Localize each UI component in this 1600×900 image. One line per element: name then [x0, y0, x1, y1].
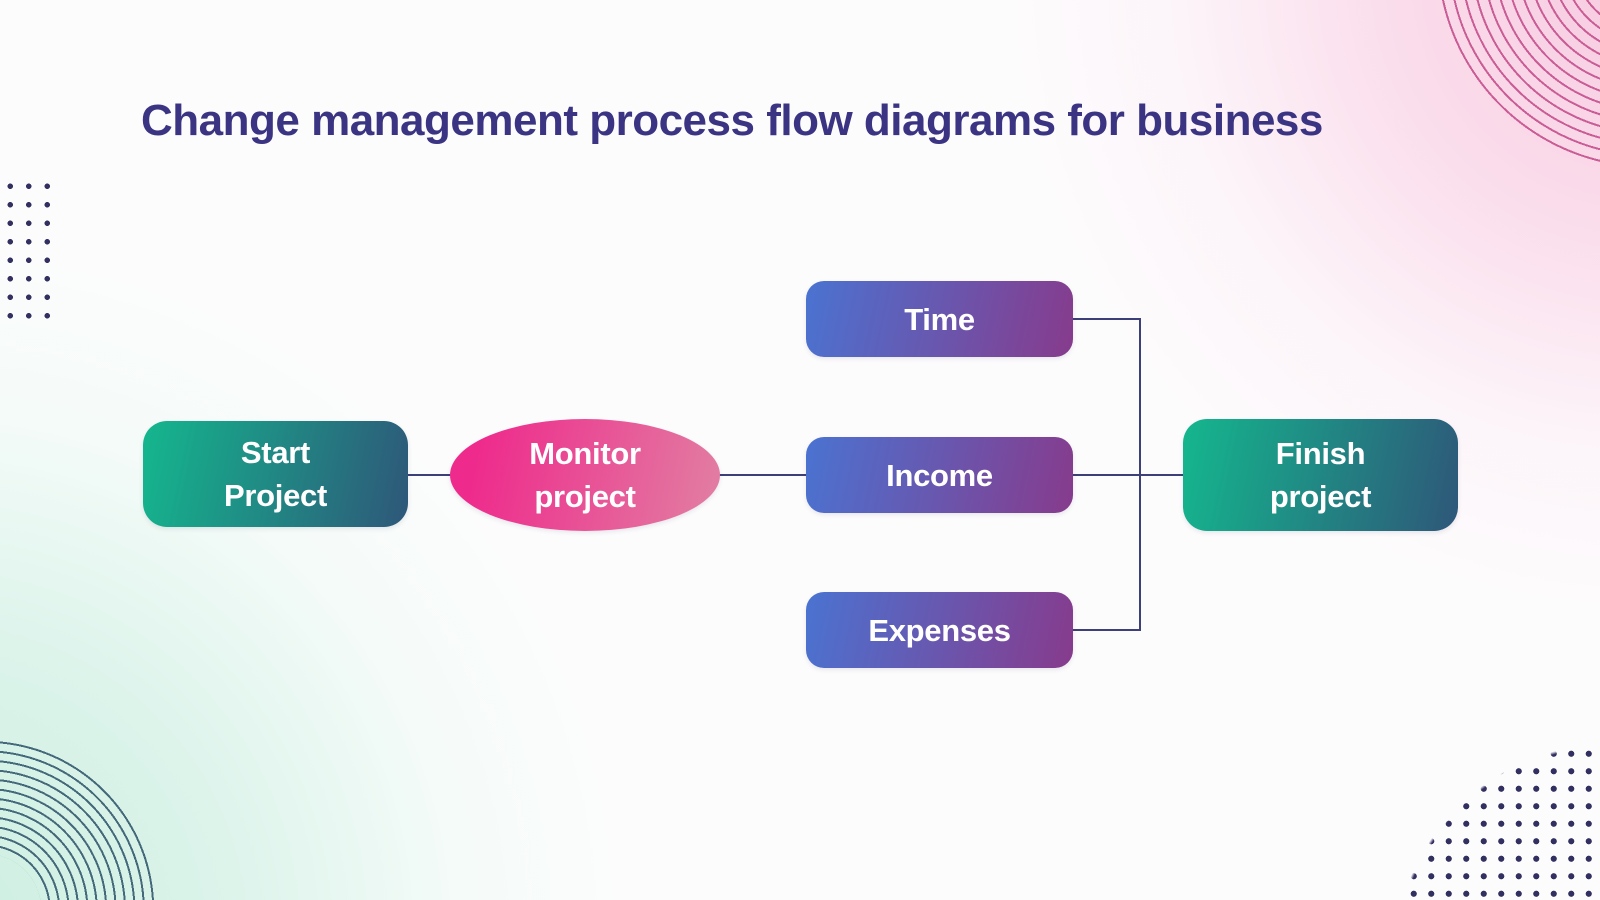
connector-junction-vertical [1139, 318, 1141, 631]
page-title: Change management process flow diagrams … [141, 96, 1323, 145]
concentric-rings-decoration [0, 710, 185, 900]
node-income: Income [806, 437, 1073, 513]
dot-grid-decoration [1, 177, 57, 326]
connector-monitor-income [717, 474, 809, 476]
node-monitor-project: Monitor project [450, 419, 720, 531]
connector-start-monitor [405, 474, 455, 476]
connector-income-finish [1070, 474, 1186, 476]
connector-expenses-junction [1070, 629, 1141, 631]
node-expenses: Expenses [806, 592, 1073, 668]
connector-time-junction [1070, 318, 1141, 320]
node-time: Time [806, 281, 1073, 357]
node-start-project: Start Project [143, 421, 408, 527]
dot-grid-decoration [1370, 745, 1600, 900]
node-finish-project: Finish project [1183, 419, 1458, 531]
